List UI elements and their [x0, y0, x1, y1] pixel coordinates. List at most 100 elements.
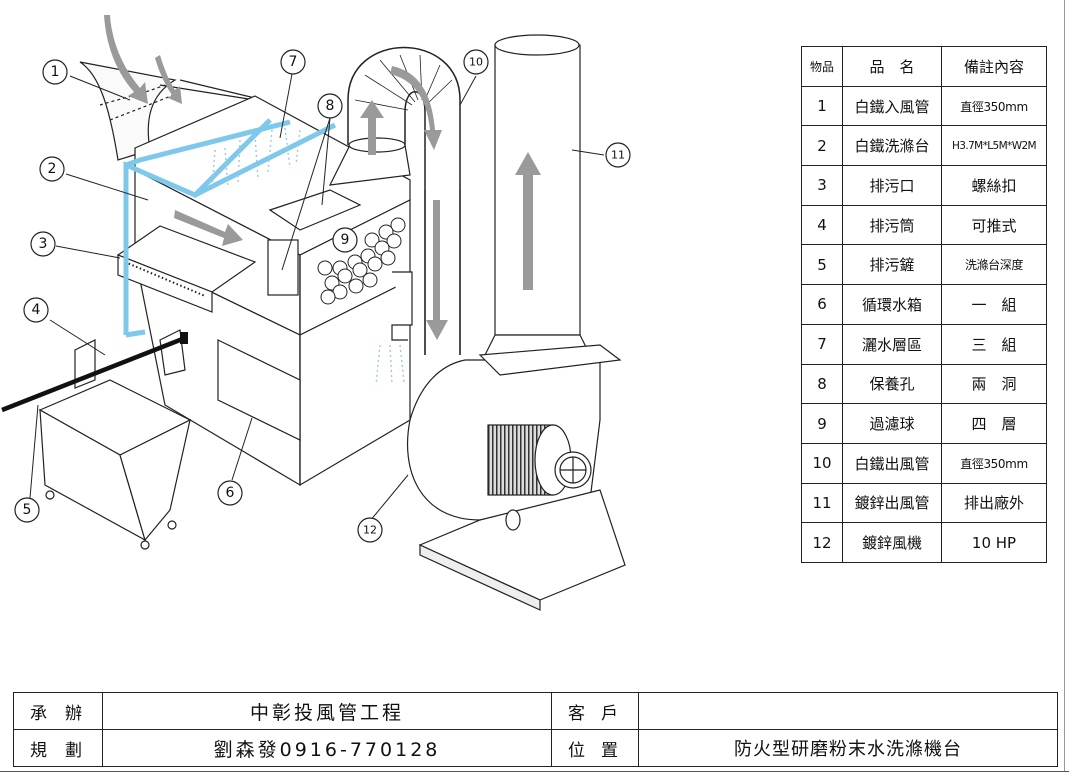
title-block: 承辦 中彰投風管工程 客戶 規劃 劉森發0916-770128 位置 防火型研磨… — [13, 692, 1058, 767]
callout-label-2: 2 — [48, 161, 57, 177]
row-number: 4 — [801, 204, 843, 246]
exhaust-stack — [484, 34, 591, 356]
row-number: 2 — [801, 125, 843, 167]
callout-label-8: 8 — [326, 98, 335, 114]
title-row-2: 規劃 劉森發0916-770128 位置 防火型研磨粉末水洗滌機台 — [13, 729, 1058, 767]
parts-table-header: 物品 品 名 備註內容 — [801, 46, 1047, 87]
callout-label-4: 4 — [32, 302, 41, 318]
filter-balls — [317, 217, 406, 305]
row-number: 9 — [801, 403, 843, 444]
callout-4 — [23, 297, 49, 323]
row-name: 灑水層區 — [842, 323, 942, 365]
page-border-right — [1064, 0, 1065, 771]
row-note: H3.7M*L5M*W2M — [941, 125, 1047, 167]
row-name: 過濾球 — [842, 403, 942, 444]
row-name: 保養孔 — [842, 363, 942, 405]
sludge-cart — [38, 329, 192, 550]
callout-labels: 1 2 3 4 5 6 7 8 9 10 11 12 — [23, 54, 625, 537]
row-name: 排污口 — [842, 165, 942, 206]
callout-label-10: 10 — [469, 56, 483, 69]
callout-label-9: 9 — [341, 232, 350, 248]
row-number: 5 — [801, 244, 843, 286]
row-number: 8 — [801, 363, 843, 405]
callout-label-1: 1 — [51, 64, 60, 80]
customer-value — [638, 692, 1058, 730]
row-name: 鍍鋅出風管 — [842, 482, 942, 524]
spray-zone — [211, 127, 405, 386]
row-number: 12 — [801, 522, 843, 563]
customer-label: 客戶 — [551, 692, 639, 730]
header-note: 備註內容 — [941, 46, 1047, 87]
blower-fan — [406, 344, 626, 611]
contractor-label: 承辦 — [13, 692, 103, 730]
title-row-1: 承辦 中彰投風管工程 客戶 — [13, 692, 1058, 730]
callout-5 — [14, 497, 40, 523]
callout-1 — [42, 59, 68, 85]
row-note: 直徑350mm — [941, 85, 1047, 127]
planner-label: 規劃 — [13, 729, 103, 767]
row-note: 洗滌台深度 — [941, 244, 1047, 286]
row-note: 兩 洞 — [941, 363, 1047, 405]
location-label: 位置 — [551, 729, 639, 767]
callout-8 — [317, 93, 343, 119]
callouts — [14, 49, 631, 543]
row-number: 6 — [801, 284, 843, 325]
header-name: 品 名 — [842, 46, 942, 87]
flow-arrows — [104, 15, 541, 340]
callout-label-6: 6 — [226, 485, 235, 501]
row-number: 11 — [801, 482, 843, 524]
callout-11 — [605, 142, 631, 168]
row-note: 可推式 — [941, 204, 1047, 246]
planner-value: 劉森發0916-770128 — [102, 729, 552, 767]
row-number: 7 — [801, 323, 843, 365]
location-value: 防火型研磨粉末水洗滌機台 — [638, 729, 1058, 767]
callout-label-11: 11 — [611, 149, 625, 162]
leader-lines — [29, 73, 605, 522]
callout-label-7: 7 — [289, 54, 298, 70]
row-note: 螺絲扣 — [941, 165, 1047, 206]
callout-6 — [217, 480, 243, 506]
drain-outlet — [116, 225, 257, 313]
outlet-duct — [328, 46, 461, 355]
row-note: 一 組 — [941, 284, 1047, 325]
callout-3 — [30, 231, 56, 257]
row-name: 排污鏟 — [842, 244, 942, 286]
row-number: 1 — [801, 85, 843, 127]
row-note: 四 層 — [941, 403, 1047, 444]
drain-elbow — [391, 271, 413, 341]
callout-2 — [39, 156, 65, 182]
row-number: 3 — [801, 165, 843, 206]
row-name: 排污筒 — [842, 204, 942, 246]
water-pipe — [123, 118, 337, 338]
callout-10 — [463, 49, 489, 75]
row-note: 直徑350mm — [941, 442, 1047, 484]
callout-7 — [280, 49, 306, 75]
header-item: 物品 — [801, 46, 843, 87]
row-note: 三 組 — [941, 323, 1047, 365]
row-name: 鍍鋅風機 — [842, 522, 942, 563]
row-name: 白鐵入風管 — [842, 85, 942, 127]
row-name: 白鐵出風管 — [842, 442, 942, 484]
inlet-duct — [79, 61, 256, 161]
row-name: 循環水箱 — [842, 284, 942, 325]
row-note: 10 HP — [941, 522, 1047, 563]
scrubber-body — [134, 95, 411, 487]
callout-9 — [332, 227, 358, 253]
row-number: 10 — [801, 442, 843, 484]
callout-label-5: 5 — [23, 502, 32, 518]
callout-12 — [357, 517, 383, 543]
